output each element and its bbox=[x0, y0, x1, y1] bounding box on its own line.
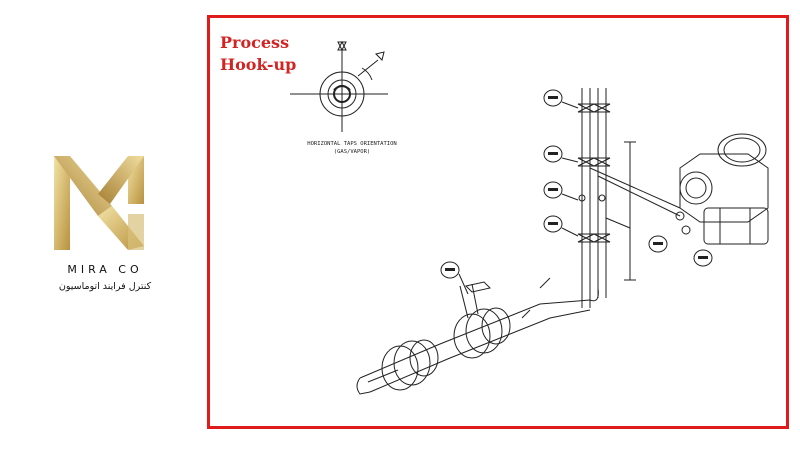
hookup-drawing bbox=[290, 40, 769, 395]
diagram-title-line2: Hook-up bbox=[220, 55, 297, 74]
caption-line2: (GAS/VAPOR) bbox=[333, 149, 371, 155]
diagram-title-line1: Process bbox=[220, 33, 290, 52]
diagram-title: Process Hook-up bbox=[220, 32, 296, 76]
orientation-caption: HORIZONTAL TAPS ORIENTATION (GAS/VAPOR) bbox=[282, 140, 422, 156]
process-pipe bbox=[356, 277, 599, 395]
transmitter bbox=[675, 133, 769, 245]
taps-orientation-detail bbox=[290, 40, 388, 132]
process-hookup-frame: Process Hook-up HORIZONTAL TAPS ORIENTAT… bbox=[207, 15, 789, 429]
brand-logo-block: MIRA CO کنترل فرایند اتوماسیون bbox=[40, 150, 170, 300]
dimension-line bbox=[624, 141, 636, 281]
caption-line1: HORIZONTAL TAPS ORIENTATION bbox=[307, 141, 397, 147]
impulse-lines bbox=[581, 88, 681, 308]
miraco-logo-icon bbox=[54, 156, 144, 250]
brand-subtitle: کنترل فرایند اتوماسیون bbox=[58, 281, 152, 292]
brand-name: MIRA CO bbox=[67, 263, 143, 276]
tag-bubbles bbox=[440, 89, 713, 295]
valves bbox=[577, 103, 611, 243]
